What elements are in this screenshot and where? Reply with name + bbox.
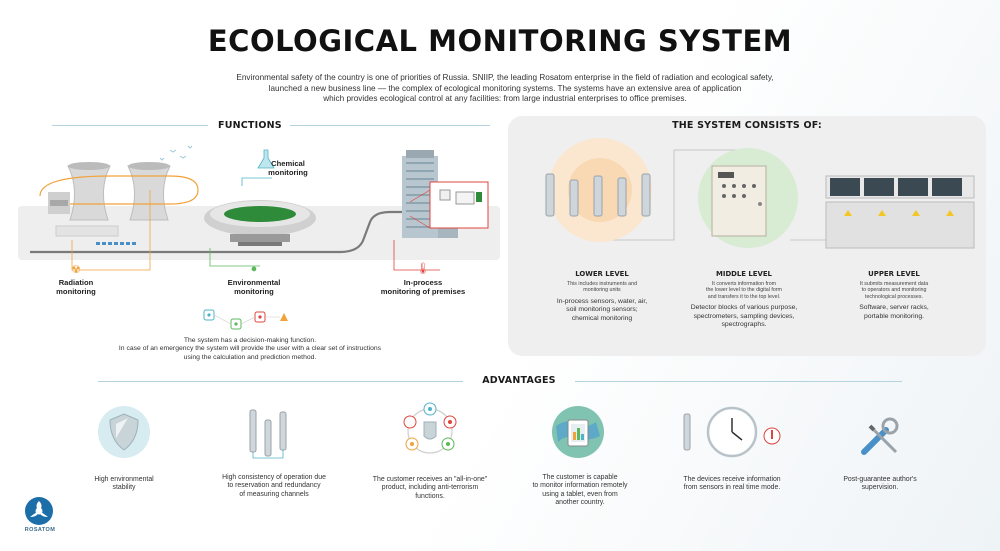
upper-level-block: UPPER LEVEL It submits measurement data … [826, 270, 962, 321]
advantage-realtime: The devices receive information from sen… [683, 476, 781, 492]
functions-rule-left [52, 125, 208, 126]
functions-illustration [18, 145, 500, 330]
advantages-rule-right [575, 381, 902, 382]
functions-heading: FUNCTIONS [218, 120, 282, 131]
lower-level-block: LOWER LEVEL This includes instruments an… [532, 270, 672, 323]
water-drop-icon: ● [250, 263, 258, 275]
flask-icon [257, 149, 275, 169]
environmental-monitoring-label: Environmental monitoring [227, 278, 281, 296]
functions-rule-right [290, 125, 490, 126]
advantage-all-in-one: The customer receives an "all-in-one" pr… [372, 476, 488, 500]
all-in-one-icon [403, 402, 457, 454]
intro-line: Environmental safety of the country is o… [236, 73, 774, 82]
rosatom-logo-icon [25, 497, 53, 525]
decision-text: The system has a decision-making functio… [118, 337, 382, 361]
advantage-consistency: High consistency of operation due to res… [222, 474, 326, 498]
middle-level-title: MIDDLE LEVEL [716, 270, 772, 278]
clock-sensors-icon [683, 406, 781, 458]
pipeline [30, 210, 480, 254]
birds [159, 145, 193, 161]
advantage-stability: High environmental stability [94, 476, 154, 492]
chemical-monitoring-label: Chemical monitoring [268, 159, 308, 177]
intro-line: launched a new business line — the compl… [268, 83, 742, 93]
cooling-tower-right [127, 162, 171, 221]
intro-paragraph: Environmental safety of the country is o… [225, 73, 785, 105]
advantages-heading: ADVANTAGES [482, 375, 556, 386]
inprocess-monitoring-label: In-process monitoring of premises [380, 278, 466, 296]
decision-icons [203, 309, 288, 330]
advantage-remote: The customer is capable to monitor infor… [532, 474, 628, 506]
advantages-rule-left [98, 381, 463, 382]
advantage-supervision: Post-guarantee author's supervision. [843, 476, 917, 492]
shield-icon [98, 406, 150, 458]
page-title: ECOLOGICAL MONITORING SYSTEM [207, 24, 793, 58]
intro-line: which provides ecological control at any… [323, 94, 687, 104]
middle-level-block: MIDDLE LEVEL It converts information fro… [672, 270, 816, 329]
upper-level-title: UPPER LEVEL [868, 270, 920, 278]
inprocess-box [429, 181, 489, 229]
thermometer-icon: 🌡 [416, 263, 430, 275]
lower-level-title: LOWER LEVEL [575, 270, 629, 278]
middle-level-device [711, 165, 767, 237]
wrench-screwdriver-icon [861, 417, 899, 455]
radiation-monitoring-label: Radiation monitoring [56, 278, 96, 296]
stadium [204, 200, 316, 246]
tablet-globe-icon [552, 406, 604, 458]
lower-level-sensors [545, 173, 651, 217]
cooling-tower-left [67, 162, 111, 221]
sensors-icon [249, 409, 287, 459]
system-heading: THE SYSTEM CONSISTS OF: [672, 120, 822, 131]
radiation-icon: ☢ [71, 264, 81, 276]
radiation-loop [39, 175, 199, 205]
upper-level-consoles [825, 175, 975, 249]
rosatom-logo-text: ROSATOM [24, 527, 56, 533]
system-illustration [545, 138, 975, 249]
